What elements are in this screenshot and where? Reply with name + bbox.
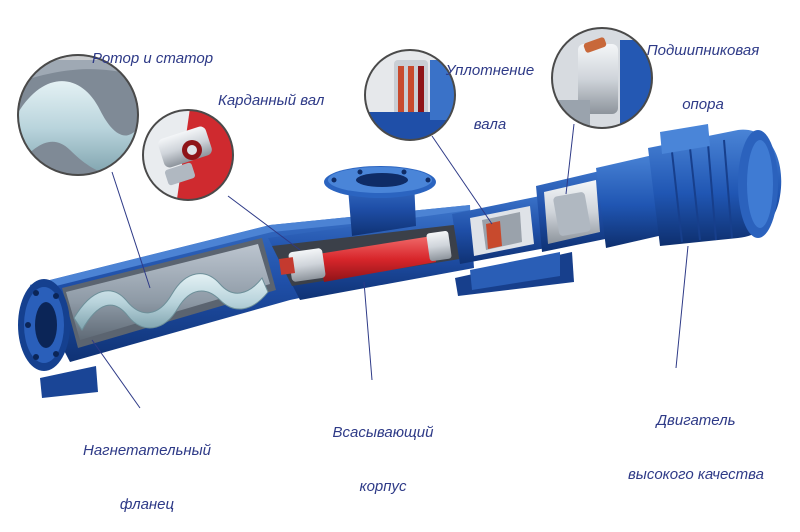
- label-suction-housing: Всасывающий корпус: [318, 388, 448, 514]
- discharge-flange: [18, 279, 70, 371]
- pump-cutaway-diagram: [17, 27, 782, 409]
- cardan-shaft: [278, 230, 452, 282]
- bearing-support: [536, 170, 610, 252]
- label-motor-line1: Двигатель: [656, 412, 736, 429]
- label-shaft-seal-line2: вала: [473, 116, 507, 133]
- motor: [596, 124, 782, 248]
- label-shaft-seal-line1: Уплотнение: [445, 62, 535, 79]
- callout-kardan-line: [227, 195, 301, 251]
- callout-suction-line: [363, 281, 373, 381]
- detail-circle-rotor-stator: [17, 54, 139, 176]
- label-bearing-support: Подшипниковая опора: [628, 6, 778, 132]
- label-rotor-stator: Ротор и статор: [92, 50, 214, 67]
- label-suction-line2: корпус: [359, 478, 407, 495]
- label-shaft-seal: Уплотнение вала: [440, 26, 540, 152]
- callout-flange-line: [91, 339, 141, 409]
- detail-circle-cardan: [142, 109, 234, 201]
- callout-motor-line: [675, 245, 689, 369]
- callout-seal-line: [431, 135, 493, 225]
- callout-lines: [91, 123, 689, 409]
- detail-circle-shaft-seal: [364, 49, 456, 141]
- label-discharge-flange: Нагнетательный фланец: [62, 406, 232, 532]
- label-motor: Двигатель высокого качества: [606, 376, 786, 502]
- label-cardan-shaft: Карданный вал: [218, 92, 325, 109]
- callout-bearing-line: [565, 123, 575, 195]
- label-suction-line1: Всасывающий: [332, 424, 434, 441]
- label-flange-line1: Нагнетательный: [83, 442, 211, 459]
- shaft-seal-area: [452, 196, 546, 264]
- label-flange-line2: фланец: [119, 496, 175, 513]
- pump-base: [40, 252, 574, 398]
- callout-rotor-line: [111, 171, 151, 289]
- label-bearing-line2: опора: [682, 96, 724, 113]
- label-motor-line2: высокого качества: [627, 466, 765, 483]
- label-bearing-line1: Подшипниковая: [646, 42, 760, 59]
- rotor: [73, 273, 269, 331]
